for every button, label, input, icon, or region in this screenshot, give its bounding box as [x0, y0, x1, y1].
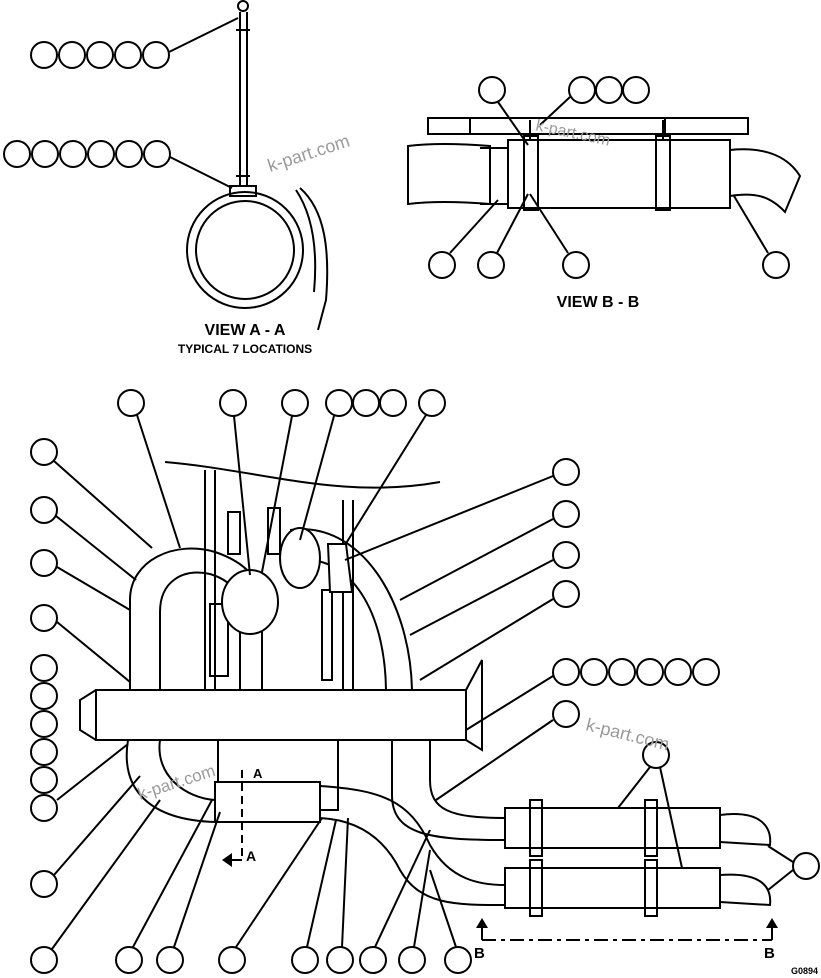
section-line-a — [232, 770, 243, 861]
engine-frame — [164, 461, 441, 811]
view-b-muffler-assembly — [407, 117, 802, 214]
section-arrows — [222, 853, 778, 928]
watermark-main-right: k-part.com — [584, 714, 671, 754]
section-line-b — [481, 920, 773, 941]
watermark-main-left: k-part.com — [135, 761, 217, 804]
section-mark-a-bottom: A — [246, 848, 256, 864]
main-manifold — [79, 659, 483, 752]
view-b-title: VIEW B - B — [557, 294, 640, 311]
main-callouts — [30, 389, 820, 974]
section-mark-b-left: B — [474, 945, 485, 962]
section-mark-a-top: A — [253, 766, 263, 781]
mufflers — [504, 799, 772, 917]
view-b-callouts — [428, 76, 790, 279]
lower-exhaust-pipes — [125, 739, 506, 906]
drawing-number: G0894 — [791, 966, 818, 976]
crossover-pipes — [129, 527, 413, 691]
view-a-subtitle: TYPICAL 7 LOCATIONS — [178, 342, 312, 356]
watermark-view-b: k-part.com — [534, 117, 611, 149]
view-a-title: VIEW A - A — [205, 322, 286, 339]
view-a-callouts — [3, 17, 239, 189]
watermark-top: k-part.com — [265, 131, 352, 176]
view-a-hanger — [186, 0, 329, 331]
section-mark-b-right: B — [764, 945, 775, 962]
